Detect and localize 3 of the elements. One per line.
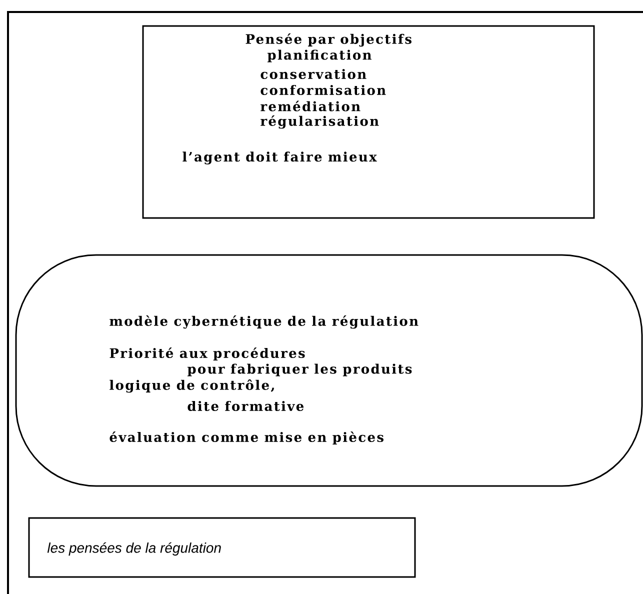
text-box: Pensée par objectifs planification conservation conformisation remédiation régularisation l’agent doit faire mieux [142, 25, 595, 219]
text-box: les pensées de la régulation [28, 517, 416, 578]
rounded-box: modèle cybernétique de la régulation Priorité aux procédures pour fabriquer les produits logique de contrôle, dite formative évaluation comme mise en pièces [15, 254, 643, 487]
